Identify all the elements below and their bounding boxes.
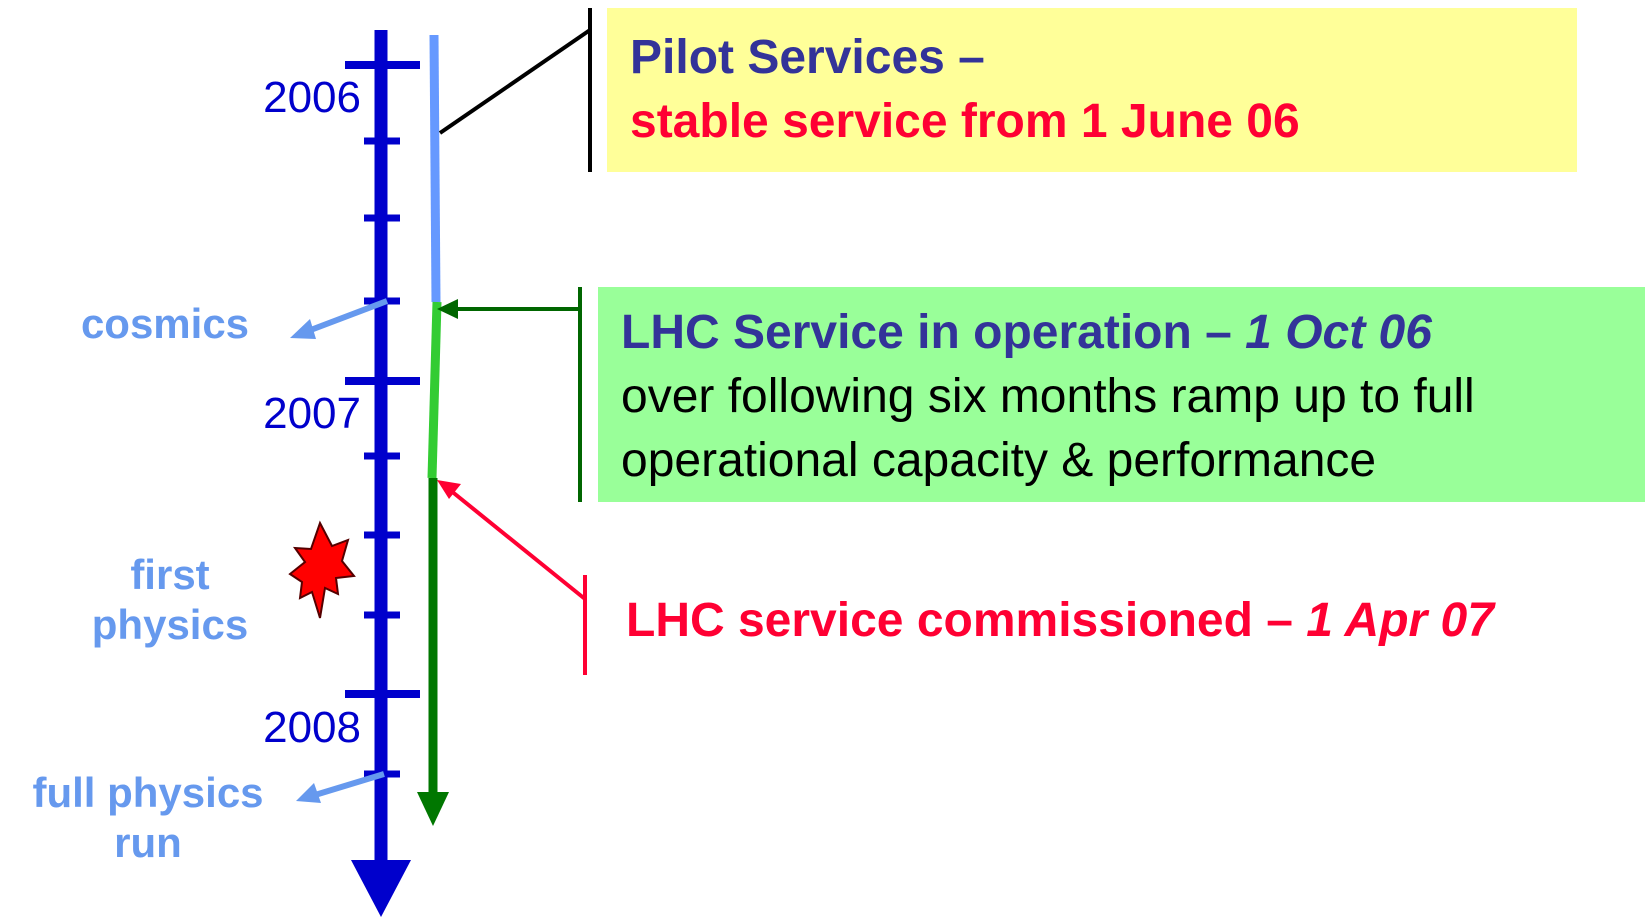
lhc-operation-date: 1 Oct 06: [1245, 306, 1432, 359]
lhc-operation-leader-arrowhead: [437, 299, 458, 319]
lhc-commissioned-label: LHC service commissioned –: [626, 594, 1307, 647]
lhc-operation-title-line: LHC Service in operation – 1 Oct 06: [621, 301, 1645, 365]
cosmics-arrow-line: [306, 298, 389, 334]
explosion-star-icon: [288, 520, 356, 619]
pilot-service-bar: [429, 34, 441, 303]
timeline-arrowhead: [351, 860, 411, 917]
full-physics-arrowhead: [296, 783, 321, 803]
year-label-2007: 2007: [263, 389, 361, 438]
commissioned-leader-arrowhead: [437, 480, 461, 499]
year-label-2006: 2006: [263, 73, 361, 122]
pilot-services-box: Pilot Services – stable service from 1 J…: [607, 8, 1577, 172]
first-physics-line1: first: [130, 551, 210, 598]
commissioned-leader: [448, 488, 587, 601]
lhc-operation-line3: operational capacity & performance: [621, 434, 1377, 487]
first-physics-line2: physics: [91, 601, 249, 648]
year-label-2008: 2008: [263, 703, 361, 752]
first-physics-label: first physics: [70, 550, 270, 650]
full-physics-run-line1: full physics: [32, 769, 264, 816]
lhc-commissioned-arrowhead: [417, 792, 449, 826]
lhc-operation-title: LHC Service in operation –: [621, 306, 1246, 359]
cosmics-arrowhead: [290, 319, 316, 339]
lhc-ramp-bar: [427, 301, 442, 479]
lhc-operation-box: LHC Service in operation – 1 Oct 06 over…: [598, 287, 1645, 502]
full-physics-run-label: full physics run: [8, 768, 288, 868]
pilot-services-subtitle: stable service from 1 June 06: [630, 95, 1300, 148]
lhc-commissioned-text: LHC service commissioned – 1 Apr 07: [626, 597, 1494, 645]
full-physics-run-line2: run: [114, 819, 182, 866]
full-physics-arrow-line: [314, 771, 385, 798]
lhc-operation-line2: over following six months ramp up to ful…: [621, 370, 1475, 423]
pilot-services-title: Pilot Services –: [630, 31, 985, 84]
pilot-callout-leader: [438, 28, 592, 135]
lhc-commissioned-date: 1 Apr 07: [1306, 594, 1494, 647]
cosmics-label: cosmics: [80, 300, 250, 347]
